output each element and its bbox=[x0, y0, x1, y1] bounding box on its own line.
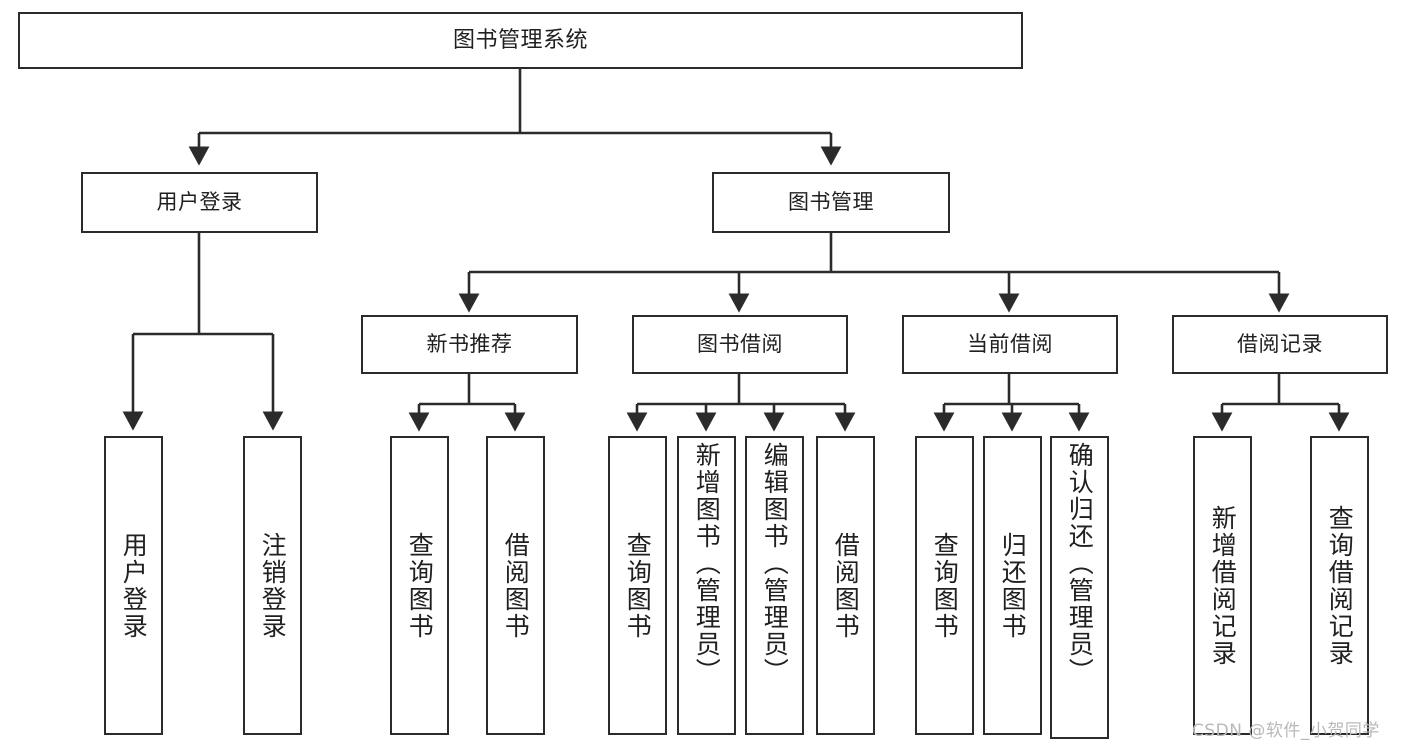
node-label: 借阅记录 bbox=[1237, 332, 1323, 356]
leaf-confirm-return[interactable]: 确认归还（管理员） bbox=[1050, 436, 1109, 739]
leaf-user-login[interactable]: 用户登录 bbox=[104, 436, 163, 735]
leaf-label: 用户登录 bbox=[119, 531, 149, 640]
node-root[interactable]: 图书管理系统 bbox=[18, 12, 1023, 69]
leaf-label: 借阅图书 bbox=[831, 531, 861, 640]
node-borrow-record[interactable]: 借阅记录 bbox=[1172, 315, 1388, 374]
node-book-manage[interactable]: 图书管理 bbox=[712, 172, 950, 233]
leaf-query-book-2[interactable]: 查询图书 bbox=[608, 436, 667, 735]
watermark: CSDN @软件_小贺同学 bbox=[1192, 721, 1380, 741]
leaf-edit-book[interactable]: 编辑图书（管理员） bbox=[745, 436, 804, 735]
leaf-add-record[interactable]: 新增借阅记录 bbox=[1193, 436, 1252, 735]
leaf-label: 新增图书（管理员） bbox=[692, 442, 722, 685]
leaf-label: 归还图书 bbox=[998, 531, 1028, 640]
leaf-label: 借阅图书 bbox=[501, 531, 531, 640]
leaf-return-book[interactable]: 归还图书 bbox=[983, 436, 1042, 735]
node-label: 图书管理 bbox=[788, 190, 874, 214]
node-label: 当前借阅 bbox=[967, 332, 1053, 356]
node-current-borrow[interactable]: 当前借阅 bbox=[902, 315, 1118, 374]
leaf-add-book[interactable]: 新增图书（管理员） bbox=[677, 436, 736, 735]
leaf-borrow-book-2[interactable]: 借阅图书 bbox=[816, 436, 875, 735]
leaf-label: 新增借阅记录 bbox=[1208, 504, 1238, 667]
node-book-borrow[interactable]: 图书借阅 bbox=[632, 315, 848, 374]
leaf-query-book-1[interactable]: 查询图书 bbox=[390, 436, 449, 735]
node-label: 用户登录 bbox=[156, 190, 243, 214]
leaf-query-book-3[interactable]: 查询图书 bbox=[915, 436, 974, 735]
node-user-login[interactable]: 用户登录 bbox=[81, 172, 318, 233]
leaf-query-record[interactable]: 查询借阅记录 bbox=[1310, 436, 1369, 735]
leaf-label: 查询图书 bbox=[930, 531, 960, 640]
leaf-label: 编辑图书（管理员） bbox=[760, 442, 790, 685]
leaf-label: 查询图书 bbox=[623, 531, 653, 640]
leaf-borrow-book-1[interactable]: 借阅图书 bbox=[486, 436, 545, 735]
node-label: 图书借阅 bbox=[697, 332, 783, 356]
node-new-book-recommend[interactable]: 新书推荐 bbox=[361, 315, 578, 374]
leaf-user-logout[interactable]: 注销登录 bbox=[243, 436, 302, 735]
node-label: 新书推荐 bbox=[426, 332, 513, 356]
leaf-label: 查询图书 bbox=[405, 531, 435, 640]
leaf-label: 确认归还（管理员） bbox=[1065, 442, 1095, 685]
node-label: 图书管理系统 bbox=[452, 27, 588, 53]
leaf-label: 注销登录 bbox=[258, 531, 288, 640]
leaf-label: 查询借阅记录 bbox=[1325, 504, 1355, 667]
